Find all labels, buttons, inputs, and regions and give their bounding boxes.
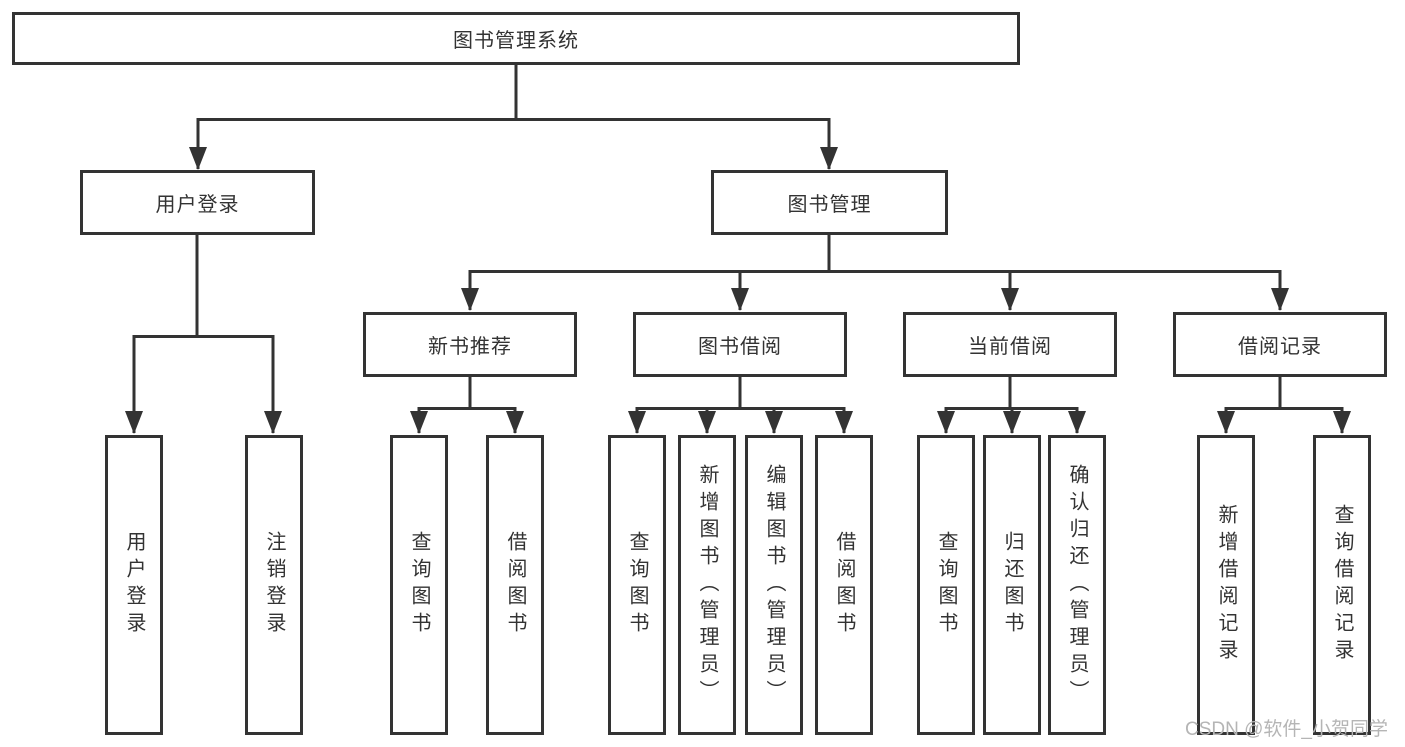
- leaf-edit-books-admin: 编辑图书（管理员）: [745, 435, 803, 735]
- leaf-add-books-admin: 新增图书（管理员）: [678, 435, 736, 735]
- leaf-return-books: 归还图书: [983, 435, 1041, 735]
- leaf-query-borrow-record: 查询借阅记录: [1313, 435, 1371, 735]
- node-new-book-recommend: 新书推荐: [363, 312, 577, 377]
- leaf-query-books-recommend: 查询图书: [390, 435, 448, 735]
- leaf-label: 归还图书: [1001, 531, 1023, 639]
- leaf-label: 注销登录: [263, 531, 285, 639]
- node-label: 当前借阅: [968, 336, 1052, 358]
- leaf-label: 查询图书: [935, 531, 957, 639]
- node-label: 新书推荐: [428, 336, 512, 358]
- leaf-borrow-books-recommend: 借阅图书: [486, 435, 544, 735]
- leaf-label: 用户登录: [123, 531, 145, 639]
- csdn-watermark: CSDN @软件_小贺同学: [1185, 719, 1388, 740]
- node-label: 图书管理: [787, 194, 872, 216]
- leaf-query-books-current: 查询图书: [917, 435, 975, 735]
- connector-root-to-branches: [189, 65, 838, 170]
- leaf-borrow-books: 借阅图书: [815, 435, 873, 735]
- leaf-label: 查询借阅记录: [1331, 504, 1353, 666]
- connector-book-borrow-to-leaves: [628, 377, 853, 434]
- node-label: 图书管理系统: [453, 30, 579, 52]
- leaf-query-books-borrow: 查询图书: [608, 435, 666, 735]
- leaf-label: 借阅图书: [504, 531, 526, 639]
- leaf-add-borrow-record: 新增借阅记录: [1197, 435, 1255, 735]
- connector-user-login-to-leaves: [125, 233, 282, 434]
- node-root-library-management-system: 图书管理系统: [12, 12, 1020, 65]
- node-label: 用户登录: [155, 194, 240, 216]
- connector-new-book-recommend-to-leaves: [410, 377, 524, 434]
- connector-borrow-records-to-leaves: [1217, 377, 1351, 434]
- node-user-login-branch: 用户登录: [80, 170, 315, 235]
- leaf-label: 查询图书: [626, 531, 648, 639]
- node-borrow-records: 借阅记录: [1173, 312, 1387, 377]
- leaf-label: 借阅图书: [833, 531, 855, 639]
- leaf-label: 编辑图书（管理员）: [763, 463, 785, 707]
- leaf-label: 新增借阅记录: [1215, 504, 1237, 666]
- node-current-borrow: 当前借阅: [903, 312, 1117, 377]
- leaf-label: 新增图书（管理员）: [696, 463, 718, 707]
- connector-current-borrow-to-leaves: [937, 377, 1086, 434]
- leaf-label: 确认归还（管理员）: [1066, 463, 1088, 707]
- leaf-confirm-return-admin: 确认归还（管理员）: [1048, 435, 1106, 735]
- node-book-borrow: 图书借阅: [633, 312, 847, 377]
- leaf-logout-login: 注销登录: [245, 435, 303, 735]
- connector-book-management-to-groups: [461, 233, 1289, 311]
- node-book-management-branch: 图书管理: [711, 170, 948, 235]
- node-label: 借阅记录: [1238, 336, 1322, 358]
- node-label: 图书借阅: [698, 336, 782, 358]
- leaf-label: 查询图书: [408, 531, 430, 639]
- leaf-user-login: 用户登录: [105, 435, 163, 735]
